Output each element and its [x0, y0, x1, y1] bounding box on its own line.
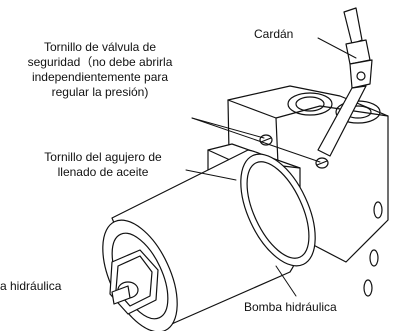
cardan-label: Cardán: [254, 27, 294, 41]
safety-valve-screw-label: Tornillo de válvula de seguridad（no debe…: [27, 40, 173, 99]
hydraulic-pump-label: Bomba hidráulica: [244, 300, 337, 314]
cardan-shaft: [317, 7, 373, 157]
leader-lines: [185, 37, 357, 297]
hydraulic-pump-partial-label: a hidráulica: [0, 279, 62, 293]
hex-nut: [109, 249, 159, 315]
oil-fill-screw-label: Tornillo del agujero de llenado de aceit…: [44, 150, 162, 179]
